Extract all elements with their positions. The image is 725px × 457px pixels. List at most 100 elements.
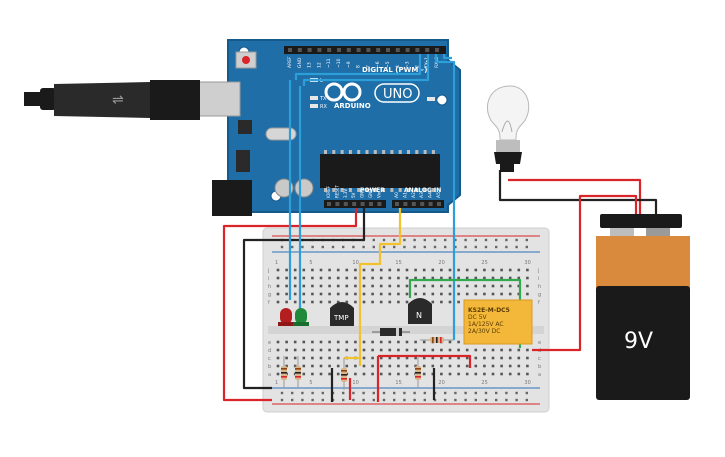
column-number: 20: [438, 260, 444, 266]
battery-label: 9V: [624, 329, 653, 354]
analog-pin-label: A5: [436, 192, 442, 198]
row-letter: a: [538, 372, 541, 378]
analog-pin-label: A3: [419, 192, 425, 198]
power-pin-label: 3.3V: [343, 189, 348, 198]
digital-pin-label: ~10: [336, 58, 342, 68]
digital-pin-label: 7: [365, 65, 371, 68]
analog-pin-label: A0: [394, 192, 400, 198]
diode: [372, 328, 410, 336]
rx-led: [310, 104, 318, 108]
usb-port: [197, 81, 241, 117]
dc-power-jack: [212, 180, 252, 216]
digital-pin-label: ~9: [346, 61, 352, 68]
capacitor-2: [294, 178, 314, 198]
digital-pin-label: ~5: [385, 61, 391, 68]
row-letter: a: [268, 372, 271, 378]
usb-icon: ⇌: [112, 92, 124, 108]
sensor-label: TMP: [333, 314, 349, 322]
crystal-oscillator: [265, 127, 297, 141]
tx-label: TX: [319, 96, 327, 102]
column-number: 10: [352, 380, 358, 386]
digital-pin-label: ~6: [375, 61, 381, 68]
row-letter: c: [538, 356, 541, 362]
column-number: 1: [275, 260, 278, 266]
digital-pin-label: GND: [297, 57, 303, 68]
usb-cable: ⇌: [24, 80, 200, 120]
digital-pin-label: 4: [395, 65, 401, 68]
row-letter: i: [268, 276, 269, 282]
power-pin-label: Vin: [376, 191, 381, 198]
light-bulb-icon: [486, 85, 530, 172]
rx-label: RX: [320, 104, 327, 110]
row-letter: f: [538, 300, 540, 306]
power-pin-label: GND: [368, 189, 373, 198]
column-number: 30: [524, 380, 530, 386]
digital-pin-label: 8: [356, 65, 362, 68]
row-letter: h: [268, 284, 271, 290]
digital-pin-label: 2: [414, 65, 420, 68]
npn-transistor: N: [408, 298, 432, 324]
digital-pin-label: 12: [316, 62, 322, 68]
analog-pin-label: A2: [411, 192, 417, 198]
transistor-label: N: [416, 311, 422, 320]
reset-button-cap[interactable]: [242, 56, 250, 64]
row-letter: j: [537, 268, 539, 274]
column-number: 5: [309, 380, 312, 386]
power-pin-label: 5V: [351, 192, 356, 198]
resistor: [341, 358, 347, 390]
on-label: ON: [437, 98, 445, 104]
analog-pin-label: A4: [428, 192, 434, 198]
row-letter: j: [267, 268, 269, 274]
arduino-logo-icon: [324, 82, 362, 102]
row-letter: g: [268, 292, 271, 298]
tx-led: [310, 96, 318, 100]
usb-chip: [238, 120, 252, 134]
column-number: 1: [275, 380, 278, 386]
analog-label: ANALOG IN: [404, 187, 441, 194]
row-letter: e: [268, 340, 271, 346]
row-letter: g: [538, 292, 541, 298]
row-letter: i: [538, 276, 539, 282]
model-label: UNO: [383, 87, 412, 102]
resistor: [295, 356, 301, 388]
analog-pin-label: A1: [402, 192, 408, 198]
power-pin-label: RESET: [334, 185, 339, 198]
column-number: 5: [309, 260, 312, 266]
row-letter: f: [268, 300, 270, 306]
row-letter: b: [268, 364, 271, 370]
power-label: POWER: [360, 187, 385, 194]
on-led: [427, 97, 435, 101]
row-letter: b: [538, 364, 541, 370]
analog-header: [392, 200, 444, 208]
column-number: 15: [395, 260, 401, 266]
digital-label: DIGITAL (PWM~): [362, 66, 427, 74]
resistor: [281, 356, 287, 388]
resistors: [281, 337, 454, 390]
digital-pin-label: ~11: [326, 58, 332, 68]
row-letter: d: [268, 348, 271, 354]
column-number: 20: [438, 380, 444, 386]
digital-pin-label: 13: [307, 62, 313, 68]
column-number: 15: [395, 380, 401, 386]
row-letter: c: [268, 356, 271, 362]
digital-pin-label: ~3: [405, 61, 411, 68]
green-led: [293, 308, 309, 326]
temperature-sensor: TMP: [330, 302, 354, 326]
regulator: [236, 150, 250, 172]
power-pin-label: GND: [360, 189, 365, 198]
row-letter: h: [538, 284, 541, 290]
capacitor-1: [274, 178, 294, 198]
column-number: 25: [481, 380, 487, 386]
digital-pin-label: AREF: [287, 56, 293, 68]
microcontroller-chip: [320, 154, 440, 188]
digital-header: [284, 46, 446, 54]
